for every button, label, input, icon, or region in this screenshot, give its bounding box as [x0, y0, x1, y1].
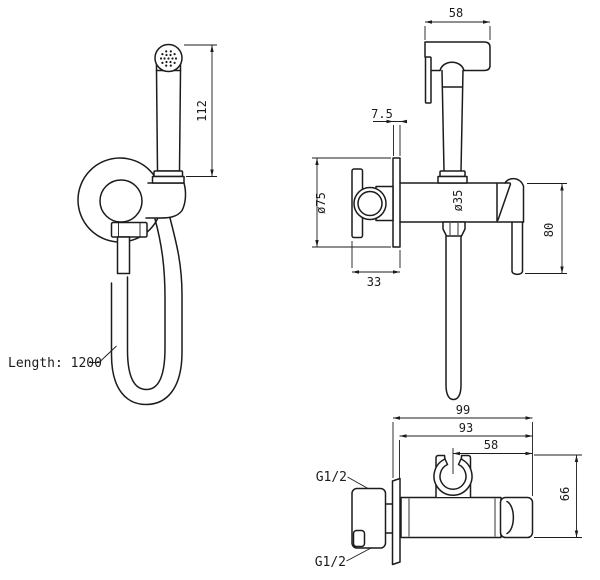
- hose-length-text: Length: 1200: [8, 356, 102, 371]
- thread-label-top: G1/2: [316, 470, 347, 485]
- valve-trim-circle: [99, 179, 143, 223]
- side-view: 58 7.5 ø75 ø35 33: [312, 6, 567, 401]
- holder-clip: [433, 458, 473, 496]
- valve-body-top: [400, 496, 502, 539]
- thread-callout-top: G1/2: [316, 470, 369, 489]
- dim-7-5-text: 7.5: [371, 107, 393, 121]
- dim-58-side-text: 58: [449, 6, 463, 20]
- dim-66: 66: [534, 454, 582, 538]
- holder-top-view: [435, 454, 472, 498]
- dim-99: 99: [392, 403, 533, 496]
- hose-nut: [442, 221, 466, 237]
- dim-d75-text: ø75: [314, 192, 328, 214]
- dim-33: 33: [351, 241, 401, 289]
- handle-base-top: [499, 496, 534, 539]
- sprayer-head-side: [424, 41, 491, 72]
- lever-handle: [116, 236, 131, 275]
- wall-plate-top: [391, 477, 401, 566]
- spray-face-plate: [424, 56, 432, 104]
- dim-80: 80: [525, 183, 567, 274]
- knob-outer: [353, 186, 387, 221]
- dim-d75: ø75: [312, 157, 391, 248]
- handle-collar: [153, 170, 184, 178]
- shower-hose: [110, 217, 183, 406]
- sprayer-handle: [155, 61, 182, 172]
- inlet-fitting: [351, 487, 387, 549]
- front-view: 112 Length: 1200: [8, 43, 217, 406]
- dim-112: 112: [184, 44, 217, 177]
- dim-80-text: 80: [542, 223, 556, 237]
- dim-7-5: 7.5: [371, 107, 407, 156]
- cartridge-dome: [506, 500, 515, 535]
- thread-label-bottom: G1/2: [315, 555, 346, 570]
- lever-side: [511, 221, 524, 276]
- inlet-port: [352, 529, 366, 548]
- nozzle-holes: [159, 50, 178, 67]
- sprayer-holder: [147, 182, 187, 219]
- dim-99-text: 99: [456, 403, 470, 417]
- dim-66-text: 66: [558, 487, 572, 501]
- dim-33-text: 33: [367, 275, 381, 289]
- knob-inner: [357, 190, 383, 217]
- thread-callout-bottom: G1/2: [315, 547, 373, 570]
- sprayer-handle-side: [441, 69, 464, 172]
- dim-93: 93: [399, 421, 533, 478]
- dim-93-text: 93: [459, 421, 473, 435]
- dim-58-top-text: 58: [484, 438, 498, 452]
- wall-plate-side: [392, 157, 401, 248]
- dim-58-top: 58: [452, 438, 533, 474]
- dim-d35-text: ø35: [451, 190, 465, 212]
- dim-112-text: 112: [195, 100, 209, 122]
- hose-side: [445, 235, 462, 401]
- lever-hub: [110, 221, 148, 238]
- dim-58-side: 58: [424, 6, 491, 40]
- top-view: 99 93 58 66 G1/2 G1: [315, 403, 582, 570]
- hose-length-callout: Length: 1200: [8, 345, 117, 371]
